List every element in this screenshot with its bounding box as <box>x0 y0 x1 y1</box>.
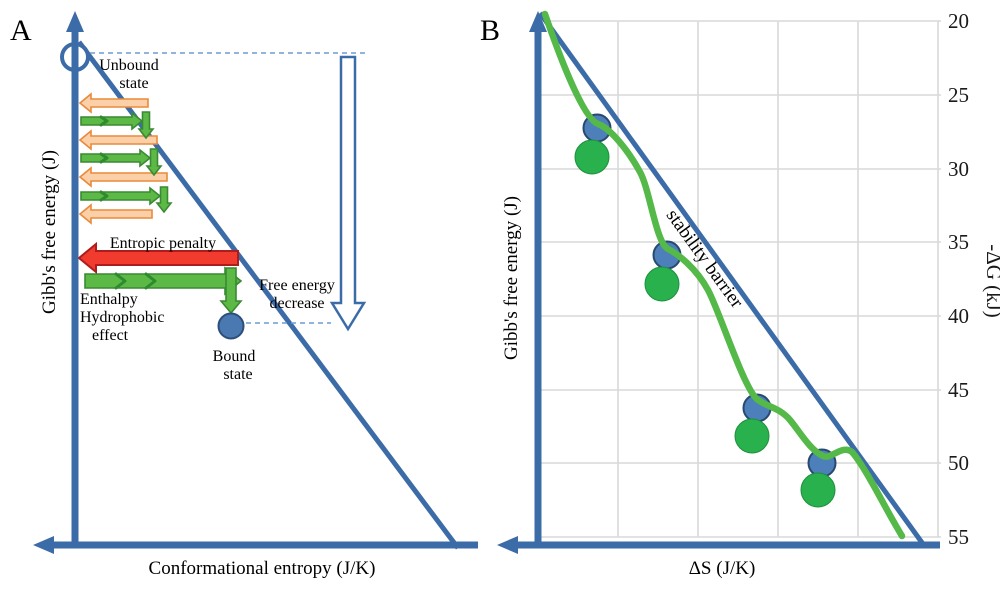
step-down-arrow <box>137 111 155 140</box>
panel-b-y-axis-label: Gibb's free energy (J) <box>501 196 522 360</box>
panel-a: A <box>10 11 478 579</box>
chevron-marks <box>99 115 109 202</box>
free-energy-decrease-label-1: Free energy <box>259 277 335 294</box>
unbound-state-label-2: state <box>119 75 148 92</box>
panel-b-x-axis-arrowhead <box>497 536 518 554</box>
bound-state-circle <box>217 312 245 340</box>
chevron-marks <box>114 272 157 290</box>
enthalpy-step-arrow <box>80 148 152 168</box>
panel-b-x-axis-label: ΔS (J/K) <box>689 558 756 579</box>
enthalpy-label-3: effect <box>92 327 129 344</box>
tick-label: 35 <box>948 230 969 254</box>
enthalpy-step-arrow <box>80 186 162 206</box>
panel-a-x-axis-label: Conformational entropy (J/K) <box>149 558 376 579</box>
unbound-state-label-1: Unbound <box>99 57 159 74</box>
tick-label: 55 <box>948 525 969 549</box>
entropic-penalty-arrow <box>77 241 239 275</box>
tick-label: 25 <box>948 83 969 107</box>
enthalpy-step-arrow <box>80 111 144 131</box>
tick-label: 45 <box>948 378 969 402</box>
panel-b: B stability barrier <box>480 9 1000 579</box>
panel-a-letter: A <box>10 14 32 47</box>
panel-a-y-axis-label: Gibb's free energy (J) <box>39 150 60 314</box>
tick-label: 40 <box>948 304 969 328</box>
entropy-step-arrow <box>78 203 153 225</box>
grid <box>538 20 941 538</box>
free-energy-decrease-label-2: decrease <box>269 295 324 312</box>
entropic-penalty-label: Entropic penalty <box>110 235 216 252</box>
entropy-step-arrow <box>78 129 158 151</box>
tick-label: 20 <box>948 9 969 33</box>
enthalpy-label-2: Hydrophobic <box>80 309 164 326</box>
panel-a-x-axis-arrowhead <box>33 536 54 554</box>
bound-state-label-1: Bound <box>213 348 256 365</box>
panel-b-right-axis-label: -ΔG (kJ) <box>982 244 1000 318</box>
stability-barrier-line <box>537 11 926 546</box>
state-ball <box>574 113 612 175</box>
step-down-arrow <box>145 148 163 177</box>
tick-label: 30 <box>948 157 969 181</box>
tick-label: 50 <box>948 451 969 475</box>
panel-b-y-axis-arrowhead <box>529 11 547 32</box>
enthalpy-label-1: Enthalpy <box>80 291 138 308</box>
free-energy-decrease-arrow <box>329 55 367 332</box>
state-ball <box>644 240 682 302</box>
entropy-step-arrow <box>78 166 168 188</box>
enthalpy-gain-arrow <box>84 266 243 296</box>
right-axis-ticks: 20 25 30 35 40 45 50 55 <box>948 9 969 549</box>
step-down-arrow <box>155 186 173 214</box>
bound-state-label-2: state <box>223 366 252 383</box>
energy-landscape-curve <box>541 10 906 540</box>
binding-down-arrow <box>219 267 243 315</box>
entropy-step-arrow <box>78 92 149 114</box>
panel-b-letter: B <box>480 14 500 47</box>
panel-a-y-axis-arrowhead <box>66 11 84 32</box>
